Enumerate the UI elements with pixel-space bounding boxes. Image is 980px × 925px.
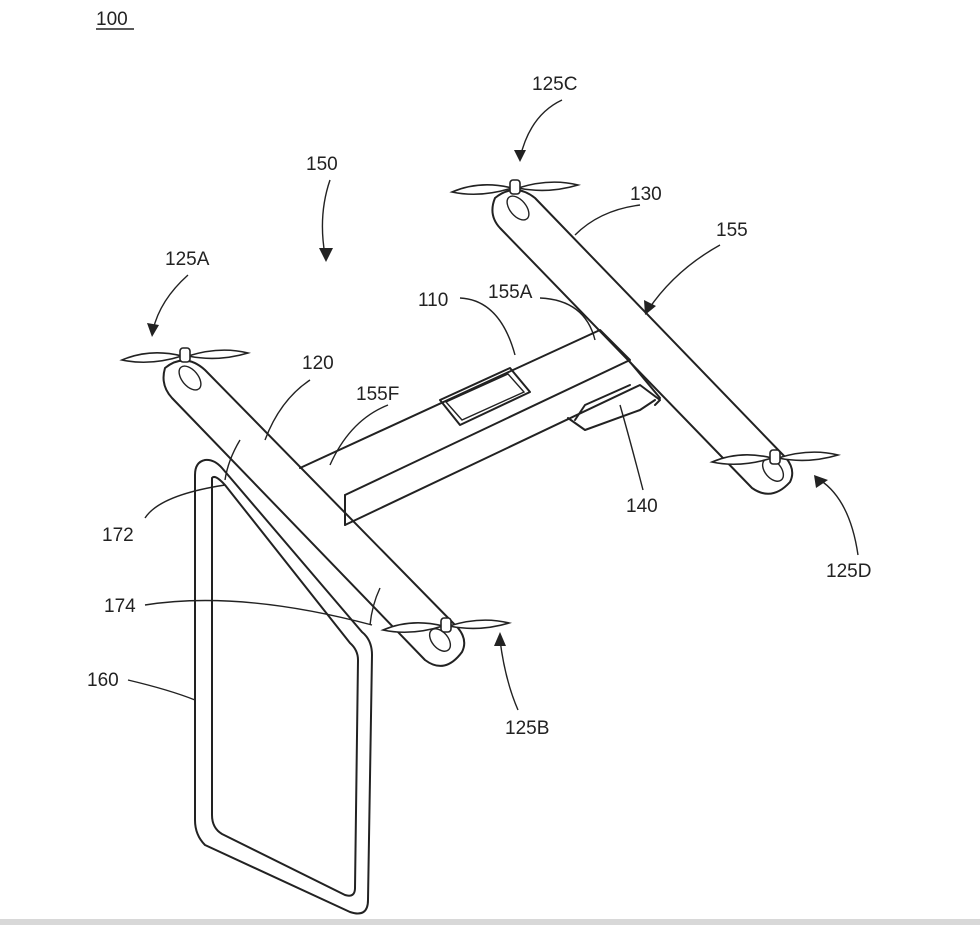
label-125c: 125C bbox=[532, 74, 577, 95]
label-110: 110 bbox=[418, 290, 448, 311]
propeller-125a bbox=[119, 347, 252, 364]
label-155a: 155A bbox=[488, 282, 533, 303]
body-110 bbox=[299, 329, 661, 526]
label-125a: 125A bbox=[165, 249, 210, 270]
leader-lines bbox=[127, 99, 859, 711]
figure-ref-100: 100 bbox=[96, 9, 128, 30]
label-150: 150 bbox=[306, 154, 338, 175]
label-174: 174 bbox=[104, 596, 136, 617]
bottom-edge bbox=[0, 919, 980, 925]
propeller-125b bbox=[380, 617, 513, 634]
arm-120 bbox=[162, 359, 466, 667]
label-172: 172 bbox=[102, 525, 134, 546]
label-125b: 125B bbox=[505, 718, 549, 739]
connector-172 bbox=[224, 439, 241, 481]
label-155: 155 bbox=[716, 220, 748, 241]
arm-130 bbox=[491, 189, 794, 495]
label-125d: 125D bbox=[826, 561, 871, 582]
connector-174 bbox=[369, 587, 381, 626]
label-140: 140 bbox=[626, 496, 658, 517]
label-160: 160 bbox=[87, 670, 119, 691]
label-120: 120 bbox=[302, 353, 334, 374]
label-155f: 155F bbox=[356, 384, 399, 405]
panel-160 bbox=[194, 458, 373, 915]
propeller-125d bbox=[709, 449, 842, 466]
propeller-125c bbox=[449, 179, 582, 196]
label-130: 130 bbox=[630, 184, 662, 205]
